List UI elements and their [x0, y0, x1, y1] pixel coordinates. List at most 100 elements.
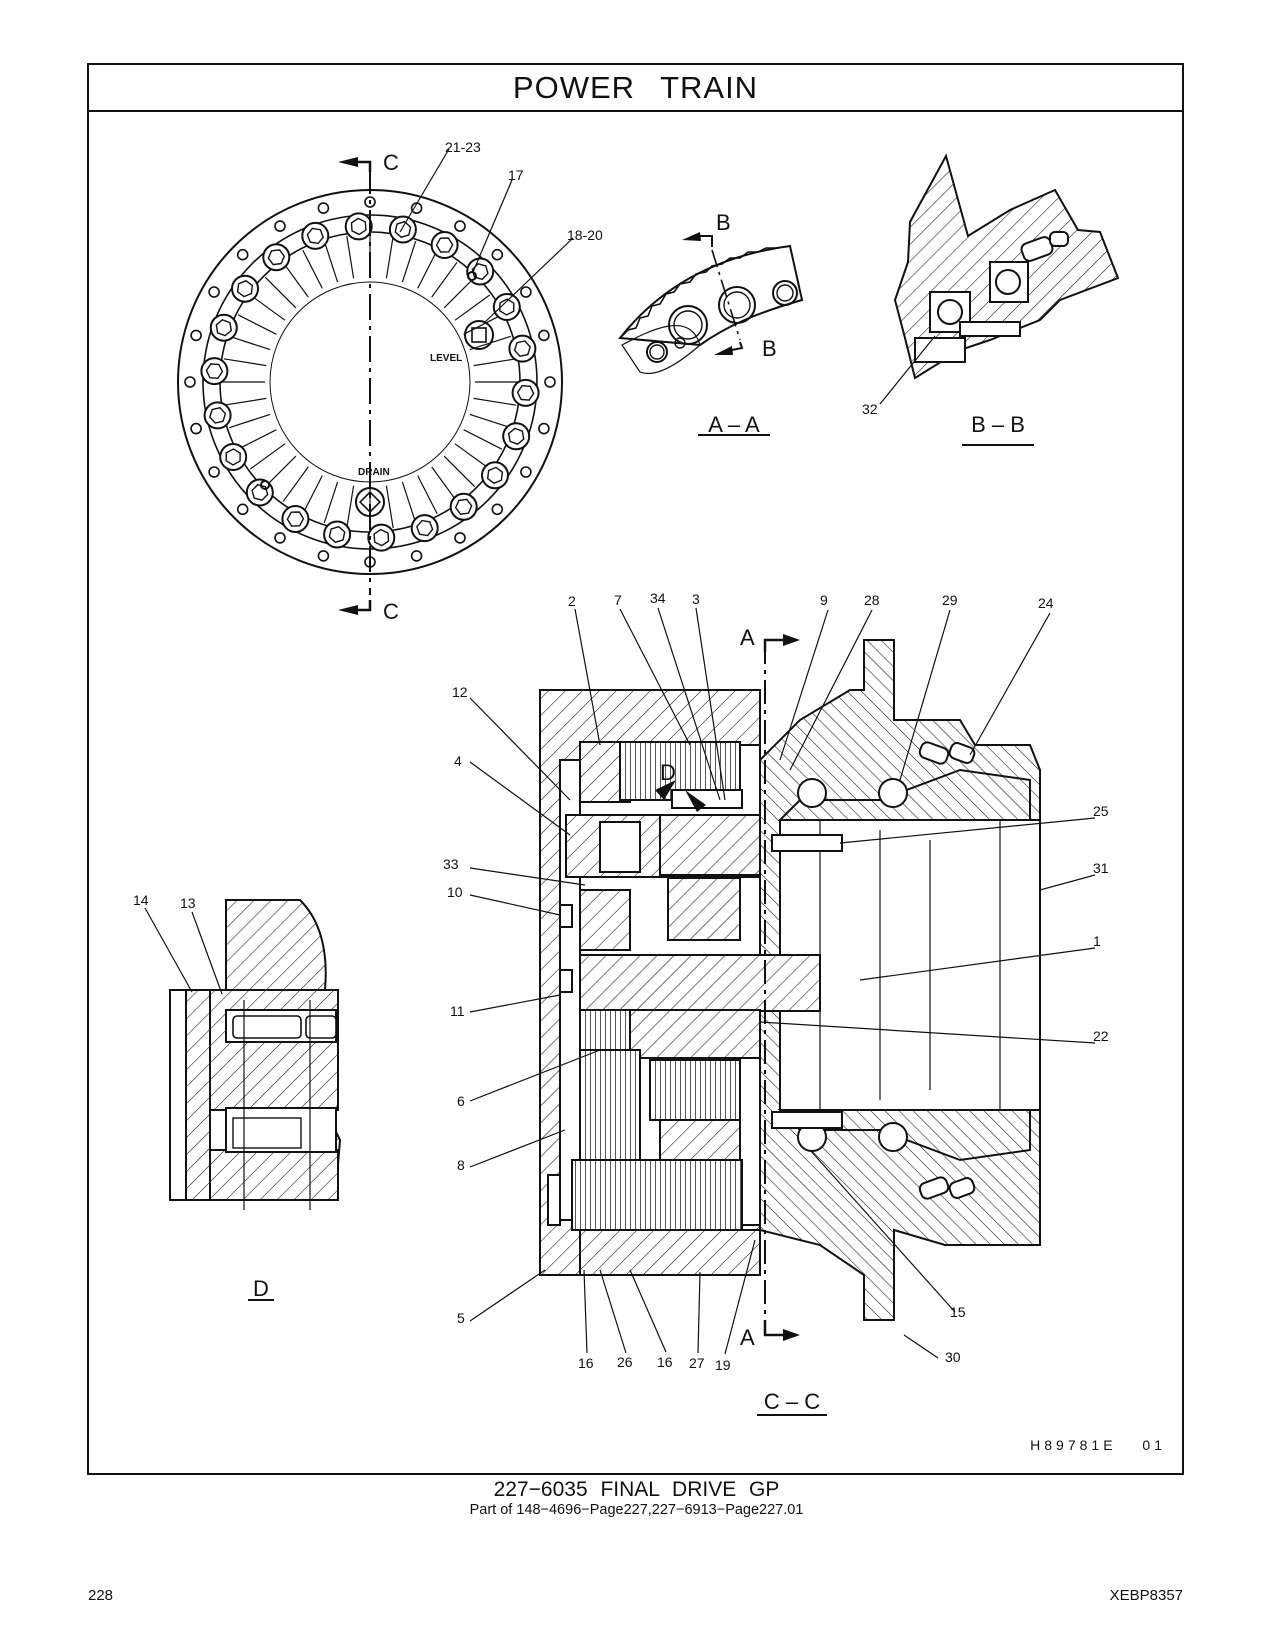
flange-bolt-holes	[184, 196, 556, 568]
flange-bolt	[508, 334, 537, 363]
flange-bolt	[262, 243, 291, 272]
flange-bolt	[511, 378, 540, 407]
housing-rib	[431, 466, 458, 503]
callout-27: 27	[689, 1355, 705, 1371]
callout-9: 9	[820, 592, 828, 608]
housing-rib	[264, 276, 297, 309]
housing-rib	[385, 235, 394, 279]
caption-c-c: C – C	[764, 1389, 820, 1414]
housing-rib	[443, 276, 476, 309]
callout-16-left: 16	[578, 1355, 594, 1371]
flange-bolt	[281, 505, 310, 533]
flange-hole	[410, 550, 423, 562]
flange-hole	[317, 202, 330, 214]
housing-rib	[417, 249, 438, 289]
flange-hole	[208, 466, 220, 478]
housing-rib	[454, 294, 491, 321]
flange-bolt	[388, 215, 417, 244]
flange-bolt	[231, 274, 259, 303]
housing-rib	[282, 466, 309, 503]
caption-d: D	[253, 1276, 269, 1301]
housing-rib	[473, 358, 517, 367]
flange-bolt	[301, 221, 330, 250]
flange-hole	[454, 220, 466, 232]
housing-ribs	[222, 234, 518, 530]
flange-hole	[190, 329, 202, 342]
callout-18-20: 18-20	[567, 227, 603, 243]
callout-13: 13	[180, 895, 196, 911]
flange-bolt	[492, 293, 521, 321]
callout-2: 2	[568, 593, 576, 609]
flange-bolt	[430, 231, 459, 259]
section-c-c-view	[539, 634, 1041, 1416]
housing-rib	[237, 429, 277, 450]
housing-rib	[401, 481, 417, 523]
callout-19: 19	[715, 1357, 731, 1373]
callout-22: 22	[1093, 1028, 1109, 1044]
callout-14: 14	[133, 892, 149, 908]
housing-rib	[229, 335, 271, 351]
section-mark-c-top: C	[383, 150, 399, 175]
section-mark-a-top: A	[740, 625, 755, 650]
drain-label: DRAIN	[358, 467, 390, 478]
flange-bolt	[481, 461, 509, 490]
callout-12: 12	[452, 684, 468, 700]
housing-rib	[463, 429, 503, 450]
flange-hole	[236, 503, 249, 516]
drawing-code: H89781E 01	[1030, 1437, 1166, 1453]
flange-bolt	[200, 357, 229, 386]
document-number: XEBP8357	[1109, 1587, 1183, 1604]
callout-4: 4	[454, 753, 462, 769]
housing-rib	[431, 261, 458, 298]
end-view-c	[177, 148, 574, 615]
level-label: LEVEL	[430, 353, 462, 364]
flange-bolt	[209, 313, 238, 342]
callout-1: 1	[1093, 933, 1101, 949]
housing-rib	[385, 485, 394, 529]
housing-rib	[302, 475, 323, 515]
callout-26: 26	[617, 1354, 633, 1370]
flange-bolts	[200, 212, 540, 552]
group-title: 227−6035 FINAL DRIVE GP	[493, 1478, 780, 1501]
flange-hole	[538, 329, 550, 342]
housing-rib	[323, 481, 339, 523]
housing-rib	[454, 443, 491, 470]
flange-hole	[544, 376, 556, 388]
flange-hole	[184, 376, 196, 388]
group-subtitle: Part of 148−4696−Page227,227−6913−Page22…	[469, 1502, 804, 1518]
flange-hole	[236, 248, 249, 261]
flange-hole	[274, 532, 286, 544]
flange-hole	[520, 466, 532, 478]
drawing-frame: POWER TRAIN H89781E 01	[87, 63, 1184, 1475]
flange-hole	[491, 248, 504, 261]
detail-mark-d: D	[660, 760, 676, 785]
section-mark-b-top: B	[716, 210, 731, 235]
housing-rib	[249, 443, 286, 470]
housing-rib	[264, 455, 297, 488]
housing-rib	[223, 397, 267, 406]
section-b-b-view	[879, 153, 1120, 446]
flange-bolt	[203, 401, 232, 430]
housing-rib	[237, 314, 277, 335]
page-title: POWER TRAIN	[512, 69, 759, 105]
flange-bolt	[410, 514, 439, 543]
callout-16-right: 16	[657, 1354, 673, 1370]
flange-hole	[274, 220, 286, 232]
housing-rib	[469, 413, 511, 429]
flange-bolt	[466, 257, 495, 286]
housing-rib	[249, 294, 286, 321]
housing-rib	[417, 475, 438, 515]
housing-rib	[443, 455, 476, 488]
housing-rib	[323, 241, 339, 283]
section-mark-c-bottom: C	[383, 599, 399, 624]
housing-rib	[473, 397, 517, 406]
flange-hole	[208, 286, 220, 298]
section-a-a-view	[618, 232, 804, 436]
flange-hole	[317, 550, 330, 562]
flange-hole	[491, 503, 504, 516]
callout-11: 11	[450, 1003, 465, 1019]
flange-bolt	[502, 422, 531, 451]
callout-21-23: 21-23	[445, 139, 481, 155]
callout-8: 8	[457, 1157, 465, 1173]
